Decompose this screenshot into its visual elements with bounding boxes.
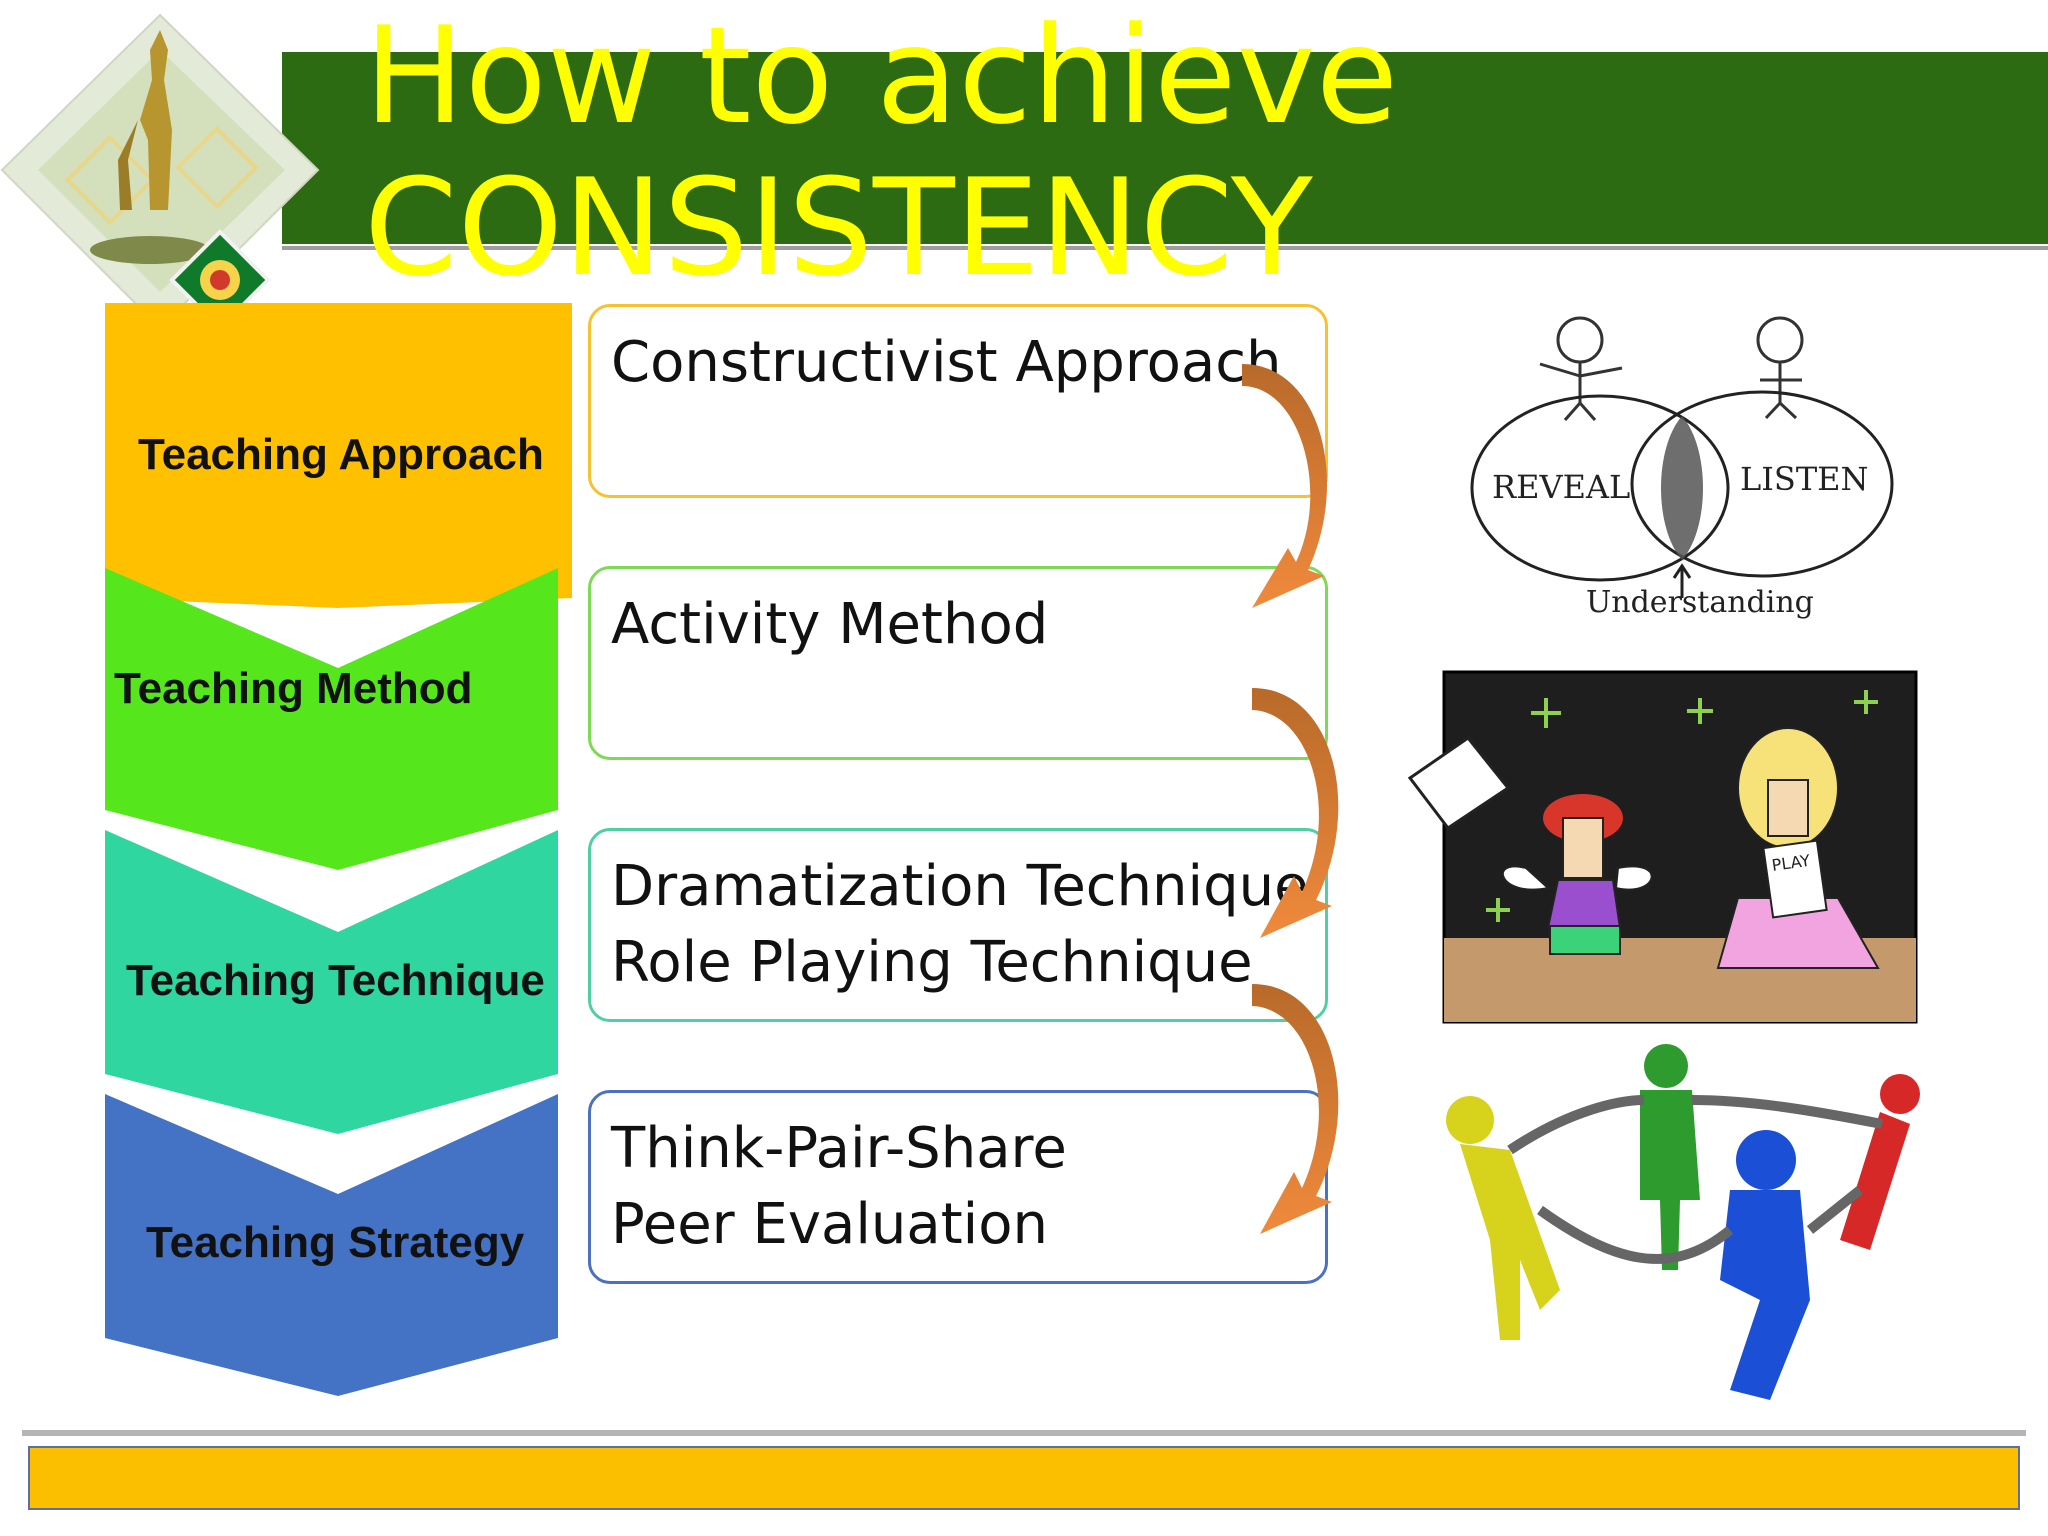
- chevron-technique: [105, 830, 558, 1134]
- chevron-strategy: [105, 1094, 558, 1396]
- linked-arms: [1507, 1095, 1883, 1264]
- arrow-up-icon: [1672, 563, 1692, 598]
- approach-items: Constructivist Approach: [611, 330, 1282, 395]
- reveal-listen-venn-illustration: REVEAL LISTEN Understanding: [1470, 316, 1894, 620]
- curved-arrow-2: [1252, 688, 1339, 938]
- title-banner: [282, 52, 2048, 244]
- actor-boy-icon: [1408, 735, 1653, 955]
- logo-pattern-2: [175, 125, 259, 210]
- statue-icon: [90, 30, 210, 264]
- footer-bar: [28, 1446, 2020, 1510]
- chevron-stack: [105, 303, 572, 1396]
- venn-understanding-label: Understanding: [1586, 585, 1814, 620]
- cartoon-person-left-icon: [1539, 316, 1623, 421]
- title-banner-shadow: [282, 246, 2048, 250]
- sparkle-icons: [1486, 690, 1878, 922]
- drama-stage-illustration: PLAY: [1408, 670, 1918, 1024]
- curved-arrow-1: [1242, 364, 1328, 608]
- venn-listen-label: LISTEN: [1740, 460, 1869, 498]
- label-teaching-method: Teaching Method: [114, 664, 473, 713]
- venn-circle-right: [1630, 390, 1894, 578]
- strategy-items: Think-Pair-Share Peer Evaluation: [611, 1116, 1067, 1257]
- box-strategy: Think-Pair-Share Peer Evaluation: [588, 1090, 1328, 1284]
- actor-girl-icon: PLAY: [1716, 727, 1880, 969]
- venn-circle-left: [1470, 394, 1730, 582]
- box-approach: Constructivist Approach: [588, 304, 1328, 498]
- people-circle-illustration: [1446, 1044, 1920, 1400]
- university-logo: [0, 13, 320, 330]
- blue-figure-icon: [1720, 1130, 1810, 1400]
- green-figure-icon: [1640, 1044, 1700, 1270]
- yellow-figure-icon: [1446, 1096, 1560, 1340]
- label-teaching-technique: Teaching Technique: [126, 956, 545, 1005]
- curved-arrow-3: [1252, 984, 1339, 1234]
- cartoon-person-right-icon: [1756, 316, 1804, 420]
- flow-arrows: [1242, 364, 1339, 1234]
- red-figure-icon: [1840, 1074, 1920, 1250]
- technique-items: Dramatization Technique Role Playing Tec…: [611, 854, 1309, 995]
- venn-reveal-label: REVEAL: [1492, 468, 1630, 506]
- slide-title: How to achieve CONSISTENCY: [364, 0, 1399, 306]
- label-teaching-strategy: Teaching Strategy: [146, 1218, 525, 1267]
- label-teaching-approach: Teaching Approach: [138, 430, 544, 479]
- method-items: Activity Method: [611, 592, 1049, 657]
- chevron-method: [105, 568, 558, 870]
- box-technique: Dramatization Technique Role Playing Tec…: [588, 828, 1328, 1022]
- venn-overlap: [1661, 416, 1703, 560]
- footer-divider: [22, 1430, 2026, 1436]
- box-method: Activity Method: [588, 566, 1328, 760]
